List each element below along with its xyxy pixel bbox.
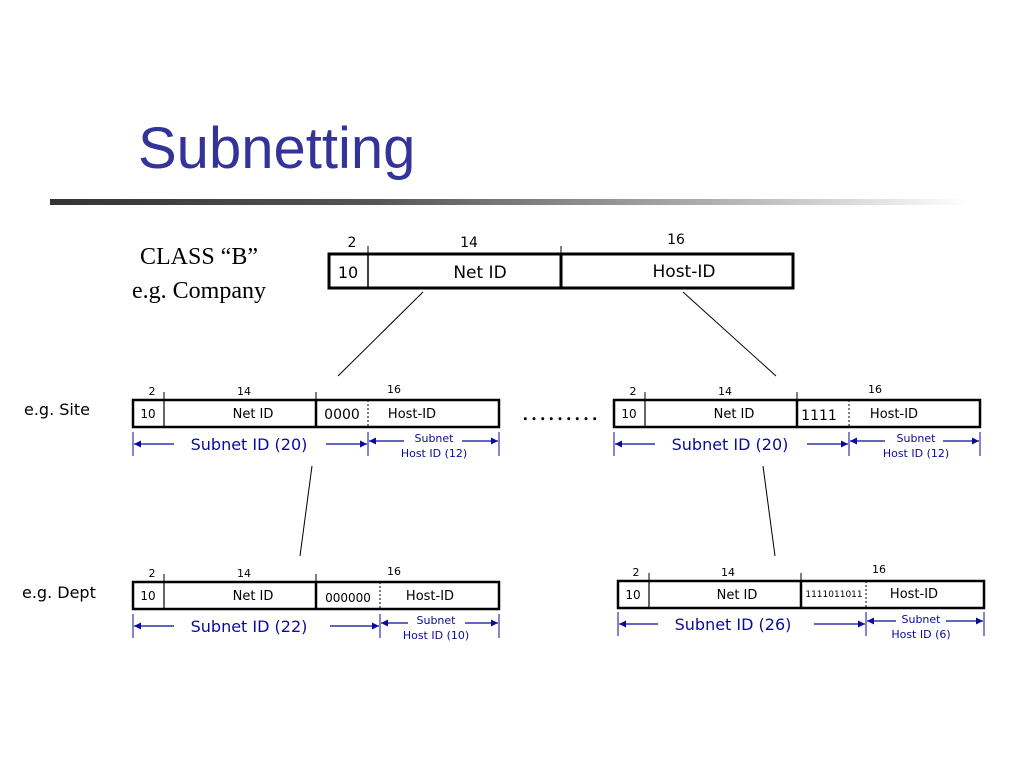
connector-top-to-site-left [337,291,424,377]
class-b-bits-net: 14 [460,235,478,251]
class-b-net-id: Net ID [453,263,506,283]
class-b-prefix: 10 [338,263,358,282]
site-right-host-label-2: Host ID (12) [883,447,949,460]
site-left-bits-host: 16 [387,383,401,396]
site-left-host-label-2: Host ID (12) [401,447,467,460]
site-right-bits-prefix: 2 [630,385,637,398]
class-b-label-line1: CLASS “B” [139,244,258,270]
dept-left-address: 2 14 16 10 Net ID 000000 Host-ID Subnet … [131,565,501,642]
dept-left-bits-prefix: 2 [149,567,156,580]
class-b-label-line2: e.g. Company [132,278,266,304]
slide-title: Subnetting [138,116,416,181]
dept-right-host-label-2: Host ID (6) [891,628,950,641]
site-right-host-id: Host-ID [870,407,918,422]
ellipsis: ……… [521,397,599,426]
site-left-host-label-1: Subnet [415,432,455,445]
site-right-subnet-id-label: Subnet ID (20) [672,435,789,454]
site-right-address: 2 14 16 10 Net ID 1111 Host-ID Subnet ID… [612,383,982,460]
site-left-prefix: 10 [140,407,155,421]
class-b-host-id: Host-ID [653,262,716,282]
dept-left-subnet-id-label: Subnet ID (22) [191,617,308,636]
site-left-host-id: Host-ID [388,407,436,422]
class-b-bits-prefix: 2 [348,235,357,251]
dept-left-subnet-bits: 000000 [325,591,371,605]
dept-right-prefix: 10 [625,588,640,602]
connector-top-to-site-right [682,291,777,377]
site-right-host-label-1: Subnet [897,432,937,445]
dept-left-host-label-1: Subnet [417,614,457,627]
dept-right-bits-net: 14 [721,566,735,579]
dept-left-host-label-2: Host ID (10) [403,629,469,642]
dept-right-host-id: Host-ID [890,587,938,602]
site-right-bits-host: 16 [868,383,882,396]
site-right-subnet-bits: 1111 [801,408,837,424]
dept-right-net-id: Net ID [717,588,758,603]
dept-left-host-id: Host-ID [406,589,454,604]
dept-left-bits-net: 14 [237,567,251,580]
title-divider [50,199,970,205]
dept-right-host-label-1: Subnet [902,613,942,626]
dept-left-bits-host: 16 [387,565,401,578]
connector-site-left-to-dept-left [299,465,313,557]
dept-right-bits-prefix: 2 [633,566,640,579]
class-b-bits-host: 16 [667,232,685,248]
site-left-subnet-id-label: Subnet ID (20) [191,435,308,454]
site-left-bits-prefix: 2 [149,385,156,398]
dept-right-subnet-id-label: Subnet ID (26) [675,615,792,634]
class-b-address: 2 14 16 10 Net ID Host-ID [327,232,795,290]
connector-site-right-to-dept-right [762,465,776,557]
dept-left-prefix: 10 [140,589,155,603]
class-b-label: CLASS “B” e.g. Company [118,240,280,308]
dept-right-subnet-bits: 1111011011 [805,590,862,600]
dept-left-net-id: Net ID [233,589,274,604]
site-left-net-id: Net ID [233,407,274,422]
site-right-net-id: Net ID [714,407,755,422]
dept-right-address: 2 14 16 10 Net ID 1111011011 Host-ID Sub… [616,563,986,641]
site-left-address: 2 14 16 10 Net ID 0000 Host-ID Subnet ID… [131,383,501,460]
dept-right-bits-host: 16 [872,563,886,576]
site-right-bits-net: 14 [718,385,732,398]
site-left-bits-net: 14 [237,385,251,398]
site-right-prefix: 10 [621,407,636,421]
dept-row-label: e.g. Dept [22,583,96,602]
site-left-subnet-bits: 0000 [324,407,360,423]
site-row-label: e.g. Site [24,400,90,419]
